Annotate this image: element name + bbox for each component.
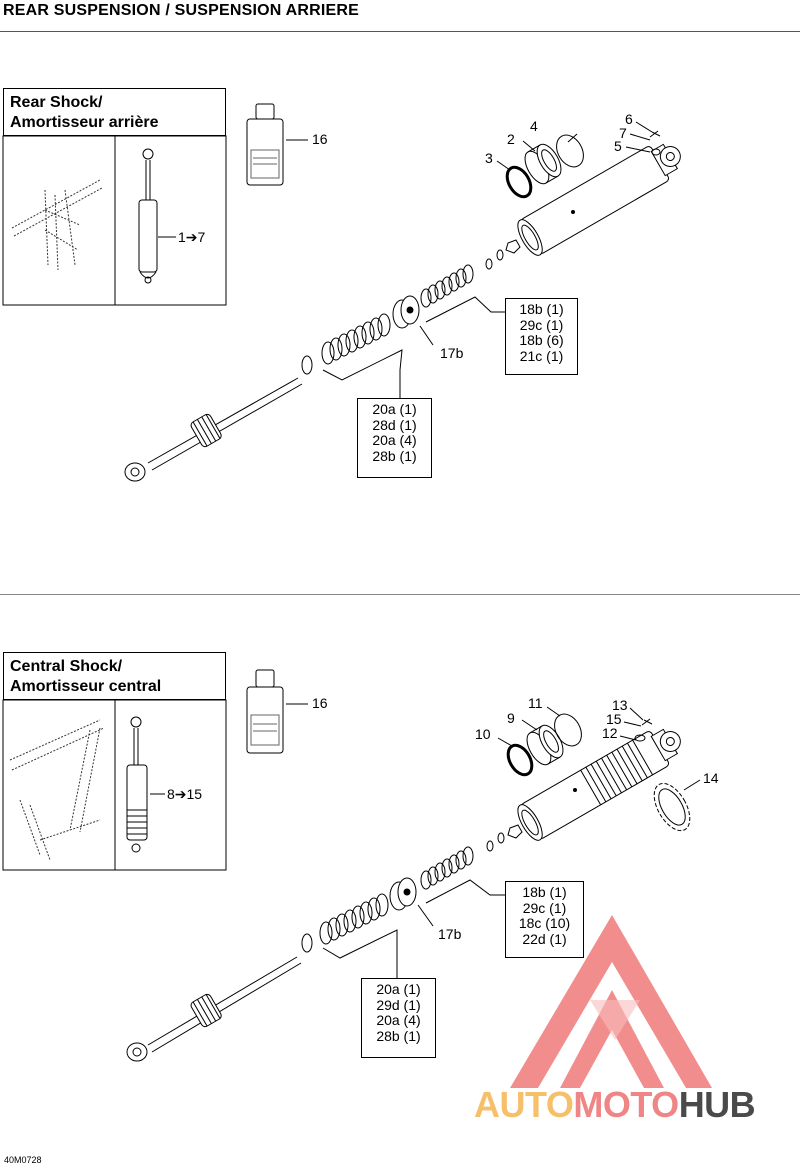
adjuster-ring [653,782,691,832]
section-divider [0,594,800,595]
central-valve-stack-lower [319,893,389,945]
callout-7: 7 [619,125,627,141]
document-number: 40M0728 [4,1155,42,1165]
central-shock-small-icon [126,716,148,853]
central-overview-callout: 8➔15 [167,786,203,802]
central-box-b-line-4: 28b (1) [376,1027,421,1044]
oil-bottle-icon-1 [246,103,284,186]
callout-12: 12 [602,725,618,741]
central-washer [301,933,313,953]
central-parts-box-b: 20a (1) 29d (1) 20a (4) 28b (1) [361,978,436,1058]
rear-box-a-line-1: 18b (1) [519,301,564,317]
central-cap [526,724,564,766]
bracket-b1 [322,349,403,398]
rear-shock-small-icon [138,148,158,284]
rear-shaft [124,377,303,482]
rear-shock-body [517,143,681,256]
rear-box-a-line-2: 29c (1) [519,316,564,333]
rear-nut-washers [485,239,521,270]
central-shock-body [517,728,681,841]
rear-shock-title-en: Rear Shock/ [10,94,103,111]
rear-parts-box-b: 20a (1) 28d (1) 20a (4) 28b (1) [357,398,432,478]
leader-6 [635,121,653,133]
rear-overview-callout: 1➔7 [178,229,206,245]
callout-10: 10 [475,726,491,742]
rear-valve-stack-lower [321,313,391,365]
leader-3 [496,160,511,171]
callout-3: 3 [485,150,493,166]
callout-16-rear: 16 [312,131,328,147]
central-oring [506,743,534,777]
central-frame-sketch [9,719,105,861]
bracket-a1 [425,296,505,323]
callout-5: 5 [614,138,622,154]
central-box-b-line-3: 20a (4) [376,1012,421,1028]
leader-5 [625,146,651,153]
rear-box-b-line-1: 20a (1) [372,401,417,417]
central-box-a-line-4: 22d (1) [522,930,567,947]
watermark-text: AUTOMOTOHUB [474,1084,756,1126]
rear-shock-title-fr: Amortisseur arrière [10,114,159,131]
callout-15: 15 [606,711,622,727]
leader-7 [629,133,651,141]
callout-11: 11 [528,695,543,711]
watermark-moto: MOTO [573,1084,679,1125]
rear-cap [524,143,562,185]
oil-bottle-icon-2 [246,669,284,754]
rear-box-b-line-3: 20a (4) [372,432,417,448]
callout-16-central: 16 [312,695,328,711]
leader-4 [567,133,578,143]
central-shaft [126,956,302,1062]
header-divider [0,31,800,32]
central-box-a-line-2: 29c (1) [522,899,567,916]
central-shock-title-fr: Amortisseur central [10,678,162,695]
callout-17b-central: 17b [438,926,462,942]
central-box-b-line-1: 20a (1) [376,981,421,997]
rear-box-b-line-4: 28b (1) [372,447,417,464]
central-shock-title-box: Central Shock/ Amortisseur central [3,652,226,700]
rear-frame-sketch [11,179,103,271]
central-piston [389,877,417,911]
rear-washer [301,355,313,375]
central-nut-washers [486,824,523,852]
central-box-a-line-3: 18c (10) [518,915,571,931]
rear-valve-stack-upper [420,264,474,308]
rear-box-a-line-3: 18b (6) [519,332,564,348]
watermark-hub: HUB [678,1084,756,1125]
callout-14: 14 [703,770,719,786]
callout-4: 4 [530,118,538,134]
leader-17b-1 [419,325,434,346]
callout-9: 9 [507,710,515,726]
callout-17b-rear: 17b [440,345,464,361]
leader-2 [522,140,536,152]
rear-parts-box-a: 18b (1) 29c (1) 18b (6) 21c (1) [505,298,578,375]
watermark-logo-icon [510,915,712,1088]
central-valve-stack-upper [420,846,474,890]
central-parts-box-a: 18b (1) 29c (1) 18c (10) 22d (1) [505,881,584,958]
rear-disc [556,134,584,168]
callout-6: 6 [625,111,633,127]
rear-shock-title-box: Rear Shock/ Amortisseur arrière [3,88,226,136]
rear-box-b-line-2: 28d (1) [372,416,417,433]
rear-piston [392,295,420,329]
rear-oring [505,165,533,199]
callout-2: 2 [507,131,515,147]
watermark-auto: AUTO [474,1084,574,1125]
central-shock-title-en: Central Shock/ [10,658,123,675]
rear-box-a-line-4: 21c (1) [519,347,564,364]
central-box-a-line-1: 18b (1) [522,884,567,900]
central-box-b-line-2: 29d (1) [376,996,421,1013]
page-title: REAR SUSPENSION / SUSPENSION ARRIERE [3,2,360,19]
callout-13: 13 [612,697,628,713]
